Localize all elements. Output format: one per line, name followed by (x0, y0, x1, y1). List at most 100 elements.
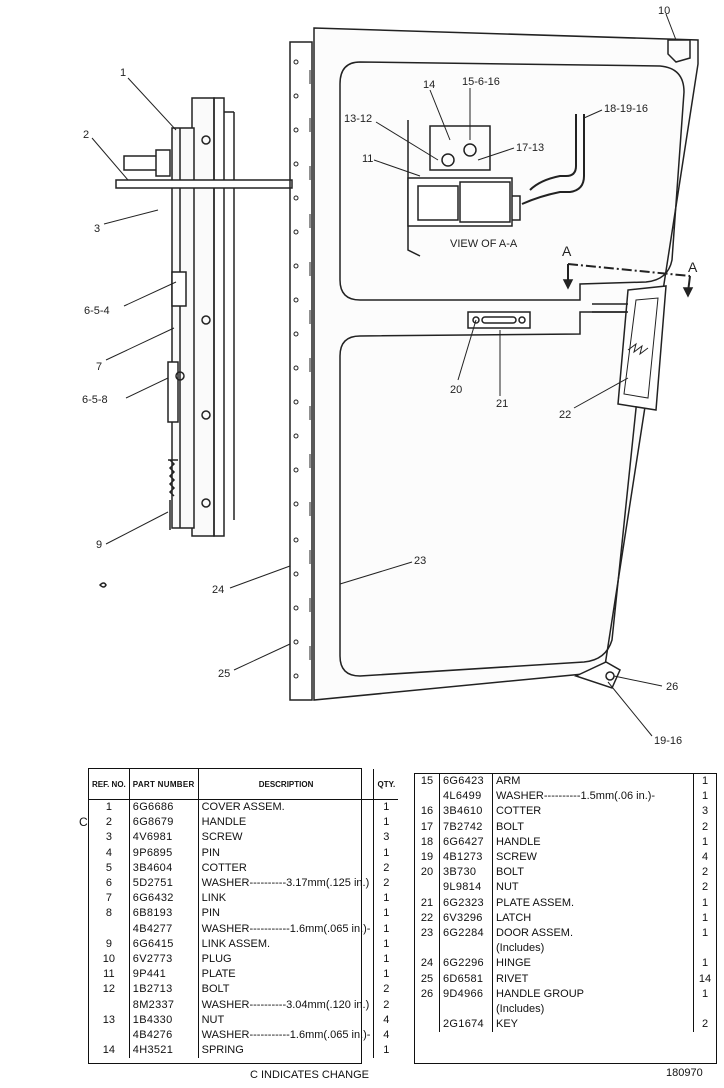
cell-desc: DOOR ASSEM. (492, 925, 694, 942)
cell-desc: PLATE (198, 967, 375, 983)
cell-desc: BOLT (492, 865, 694, 881)
cell-desc: PIN (198, 845, 375, 861)
callout-labels: 1 2 3 6-5-4 7 6-5-8 9 10 14 15-6-16 13-1… (82, 5, 698, 747)
cell-desc: LINK (198, 891, 375, 907)
cell-ref: 5 (89, 860, 130, 876)
cell-desc: SCREW (198, 830, 375, 846)
section-marker-right: A (688, 259, 698, 275)
callout-3: 3 (94, 223, 100, 235)
cell-part: 2G1674 (439, 1017, 493, 1033)
cell-qty (694, 941, 717, 956)
drawing-number: 180970 (666, 1067, 703, 1079)
change-marker: C (79, 815, 88, 829)
cell-ref: 15 (415, 774, 440, 790)
callout-18-19-16: 18-19-16 (604, 103, 648, 115)
cell-ref: 17 (415, 819, 440, 835)
callout-17-13: 17-13 (516, 142, 544, 154)
cell-part: 6V2773 (129, 951, 199, 968)
leader-lines (91, 13, 677, 737)
cell-part: 4B4277 (129, 921, 199, 937)
cell-qty: 1 (701, 957, 709, 970)
cell-desc: SPRING (198, 1043, 375, 1059)
cell-ref (415, 1001, 440, 1017)
cell-part: 4V6981 (129, 830, 199, 846)
cell-desc: COTTER (198, 860, 375, 876)
callout-26: 26 (666, 681, 678, 693)
cell-qty: 1 (701, 835, 709, 848)
cell-ref: 10 (89, 951, 130, 968)
callout-10: 10 (658, 5, 670, 17)
cell-qty: 1 (383, 816, 390, 829)
callout-9: 9 (96, 539, 102, 551)
cell-qty: 4 (383, 1028, 390, 1041)
cell-ref: 16 (415, 804, 440, 820)
cell-ref: 26 (415, 986, 440, 1002)
cell-ref: 12 (89, 982, 130, 998)
cell-ref (415, 941, 440, 957)
cell-part: 6G8679 (129, 815, 199, 831)
cell-part (439, 1001, 493, 1017)
cell-part: 4L6499 (439, 789, 493, 805)
cell-part: 4B1273 (439, 849, 493, 866)
cell-desc: WASHER----------3.04mm(.120 in.) (198, 997, 375, 1013)
table-row: (Includes) (415, 941, 717, 957)
header-desc: DESCRIPTION (198, 769, 375, 800)
cell-desc: PIN (198, 906, 375, 922)
cell-part: 6B8193 (129, 906, 199, 922)
callout-14: 14 (423, 79, 435, 91)
cell-desc: ARM (492, 774, 694, 790)
callout-13-12: 13-12 (344, 113, 372, 125)
cell-desc: PLUG (198, 951, 375, 968)
cell-qty: 1 (383, 846, 390, 859)
door-assembly (289, 27, 699, 701)
cell-qty: 1 (383, 937, 390, 950)
callout-20: 20 (450, 384, 462, 396)
cell-ref: 6 (89, 875, 130, 892)
callout-11: 11 (362, 153, 373, 165)
cell-desc: RIVET (492, 971, 694, 987)
cell-ref (89, 997, 130, 1013)
cell-part: 7B2742 (439, 819, 493, 835)
cell-qty: 1 (383, 892, 390, 905)
cell-part: 6G2296 (439, 956, 493, 972)
cell-desc: HANDLE (492, 834, 694, 850)
cell-part: 6G2323 (439, 895, 493, 911)
header-ref: REF. NO. (89, 769, 130, 800)
cell-ref: 23 (415, 925, 440, 942)
callout-22: 22 (559, 409, 571, 421)
cell-qty: 2 (383, 998, 390, 1011)
cell-desc: SCREW (492, 849, 694, 866)
cell-qty: 1 (383, 922, 390, 935)
cell-qty: 1 (701, 790, 709, 803)
cell-ref: 11 (89, 967, 130, 983)
cell-qty: 1 (383, 801, 390, 814)
cell-qty: 1 (701, 896, 709, 909)
cell-ref (415, 1017, 440, 1033)
cell-qty: 1 (701, 775, 709, 788)
cell-part: 6G6415 (129, 936, 199, 952)
cell-qty: 1 (383, 952, 390, 965)
cell-part (439, 941, 493, 957)
cell-ref (89, 1027, 130, 1043)
cell-part: 6G6427 (439, 834, 493, 850)
cell-qty: 4 (383, 1013, 390, 1026)
cell-ref (415, 789, 440, 805)
cell-qty: 1 (701, 987, 709, 1000)
